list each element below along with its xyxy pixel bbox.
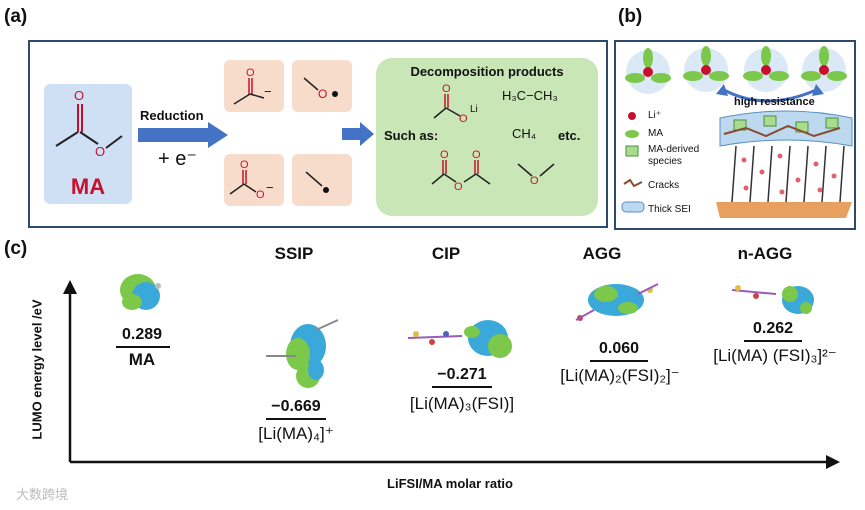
n-agg-lumo-value: 0.262 xyxy=(752,320,794,337)
sei-legend-icon xyxy=(621,201,645,213)
ethane-label: H₃C−CH₃ xyxy=(502,88,558,103)
svg-text:O: O xyxy=(256,189,265,201)
n-agg-formula: [Li(MA) (FSI)₃]²⁻ xyxy=(713,346,837,365)
ssip-level-line xyxy=(266,418,326,420)
n-agg-title: n-AGG xyxy=(737,244,793,263)
ma-box: O O xyxy=(44,84,132,204)
panel-c-label: (c) xyxy=(4,238,28,259)
cip-formula: [Li(MA)₃(FSI)] xyxy=(409,394,515,413)
legend-ma-derived: MA-derived species xyxy=(648,144,700,167)
radical-acetyl-box: O xyxy=(224,60,284,112)
li-ma-complex-icon xyxy=(625,48,671,94)
cip-level-line xyxy=(432,386,492,388)
svg-text:O: O xyxy=(318,87,327,101)
decomposition-title: Decomposition products xyxy=(410,64,564,79)
panel-b-frame xyxy=(614,40,856,230)
electron-label: + e⁻ xyxy=(158,148,197,170)
sei-illustration xyxy=(621,46,853,218)
cip-orbital-icon xyxy=(407,320,512,358)
agg-level-line xyxy=(590,360,648,362)
legend-cracks: Cracks xyxy=(648,180,680,191)
watermark: 大数跨境 xyxy=(16,487,69,502)
svg-text:O: O xyxy=(240,159,249,171)
ma-orbital-icon xyxy=(120,274,161,310)
cracks-legend-icon xyxy=(623,178,643,188)
radical-methoxy-box: O xyxy=(292,60,352,112)
ssip-lumo-value: −0.669 xyxy=(271,398,321,415)
svg-text:O: O xyxy=(246,67,255,79)
high-resistance-label: high resistance xyxy=(734,96,815,108)
legend-thick-sei: Thick SEI xyxy=(648,204,691,215)
ma-legend-icon xyxy=(625,130,639,138)
agg-orbital-icon xyxy=(575,283,659,321)
ma-label: MA xyxy=(70,174,106,199)
acetyl-anion-icon: O xyxy=(233,67,265,105)
lumo-axes xyxy=(63,280,840,469)
reduction-arrow-icon xyxy=(138,122,228,148)
methane-label: CH₄ xyxy=(512,126,537,141)
legend-ma: MA xyxy=(648,128,663,139)
ma-level-line xyxy=(116,346,170,348)
acetate-box: O O xyxy=(224,154,284,206)
agg-formula: [Li(MA)₂(FSI)₂]⁻ xyxy=(560,366,680,385)
y-axis-label: LUMO energy level /eV xyxy=(29,299,45,440)
acetic-anhydride-icon: O O O xyxy=(431,149,491,190)
li-legend-icon xyxy=(628,112,636,120)
minus-sign-2: − xyxy=(266,180,274,195)
lithium-acetate-icon: O O xyxy=(433,83,468,124)
svg-text:O: O xyxy=(442,83,451,95)
decomposition-box xyxy=(376,58,598,216)
svg-text:O: O xyxy=(472,149,481,161)
ssip-title: SSIP xyxy=(274,244,314,263)
ssip-formula: [Li(MA)₄]⁺ xyxy=(258,424,334,443)
svg-text:O: O xyxy=(530,175,539,187)
ma-lumo-value: 0.289 xyxy=(121,326,163,343)
ssip-orbital-icon xyxy=(266,319,339,388)
ma-formula: MA xyxy=(128,350,156,369)
products-arrow-icon xyxy=(342,122,374,146)
legend-li: Li⁺ xyxy=(648,110,662,121)
such-as-label: Such as: xyxy=(384,128,439,143)
methyl-radical-icon xyxy=(305,171,329,193)
svg-text:O: O xyxy=(440,149,449,161)
acetate-anion-icon: O O xyxy=(229,159,265,201)
dimethyl-ether-icon: O xyxy=(517,163,555,187)
agg-lumo-value: 0.060 xyxy=(598,340,640,357)
methoxy-radical-icon: O xyxy=(303,77,338,101)
li-ma-complex-icon xyxy=(801,46,847,92)
etc-label: etc. xyxy=(558,128,581,143)
svg-text:O: O xyxy=(454,181,463,190)
reduction-label: Reduction xyxy=(140,108,204,123)
n-agg-level-line xyxy=(744,340,802,342)
x-axis-label: LiFSI/MA molar ratio xyxy=(387,476,513,491)
agg-title: AGG xyxy=(582,244,622,263)
ma-structure-icon: O O xyxy=(55,88,123,159)
minus-sign-1: − xyxy=(264,84,272,99)
panel-a-frame xyxy=(28,40,608,228)
svg-text:O: O xyxy=(95,144,105,159)
cip-title: CIP xyxy=(431,244,461,263)
methyl-radical-box xyxy=(292,154,352,206)
li-ma-complex-icon xyxy=(683,46,729,92)
cip-lumo-value: −0.271 xyxy=(437,366,487,383)
svg-text:O: O xyxy=(74,88,84,103)
svg-text:O: O xyxy=(459,113,468,124)
panel-b-label: (b) xyxy=(618,6,643,27)
panel-a-label: (a) xyxy=(4,6,28,27)
li-label: Li xyxy=(470,104,478,115)
n-agg-orbital-icon xyxy=(731,285,814,314)
li-ma-complex-icon xyxy=(743,46,789,92)
ma-derived-legend-icon xyxy=(625,145,639,157)
